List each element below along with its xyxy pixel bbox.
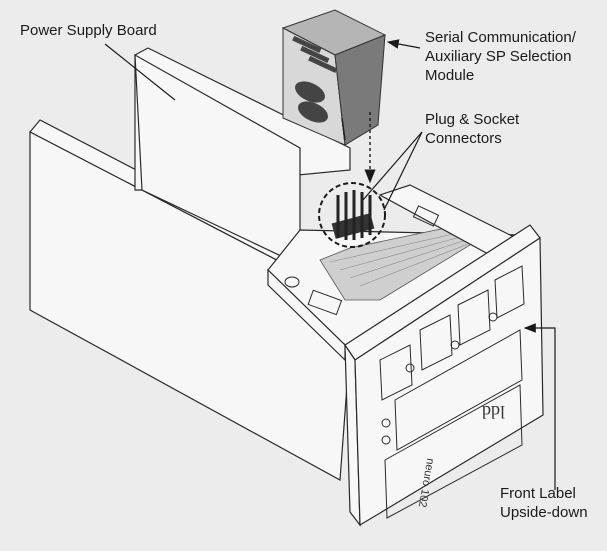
label-plug-socket-line1: Plug & Socket (425, 111, 520, 128)
ribbon-cable (319, 224, 471, 301)
leader-power-supply (104, 43, 176, 101)
plug-socket-connectors (318, 182, 386, 248)
label-serial-module-line2: Auxiliary SP Selection (425, 48, 571, 65)
serial-communication-module (281, 9, 387, 146)
leader-plug-socket-2 (383, 131, 423, 211)
label-power-supply-board: Power Supply Board (20, 22, 157, 39)
label-serial-module-line1: Serial Communication/ (425, 29, 577, 46)
label-front-label-line2: Upside-down (500, 504, 588, 521)
label-serial-module-line3: Module (425, 67, 474, 84)
brand-logo: ldd (482, 402, 505, 422)
leader-front-label (523, 323, 556, 490)
power-supply-board (134, 47, 351, 266)
label-front-label-line1: Front Label (500, 485, 576, 502)
leader-serial-module (386, 39, 421, 49)
front-panel (344, 224, 544, 527)
label-plug-socket-line2: Connectors (425, 130, 502, 147)
leader-plug-socket-1 (362, 131, 423, 201)
